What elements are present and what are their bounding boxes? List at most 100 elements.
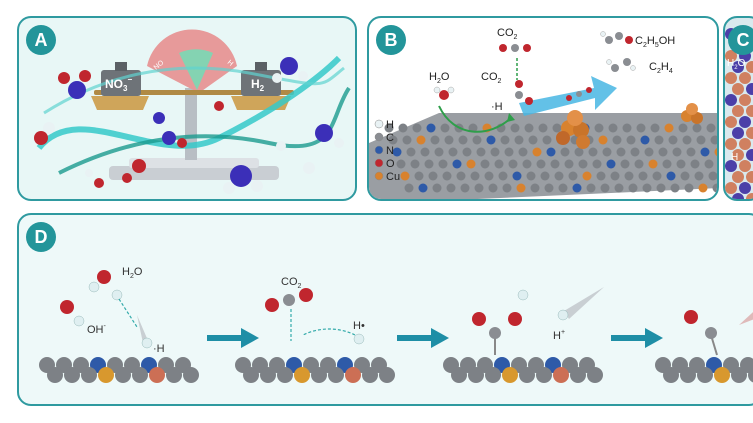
panel-c-atom xyxy=(732,193,744,199)
lattice-atom xyxy=(424,159,434,169)
surface-atom xyxy=(243,367,259,383)
lattice-atom xyxy=(640,135,650,145)
lattice-atom xyxy=(498,171,508,181)
panel-c-atom xyxy=(732,83,744,95)
lattice-atom xyxy=(668,135,678,145)
co2-top-label: CO2 xyxy=(497,27,518,41)
lattice-atom xyxy=(392,147,402,157)
panel-c-atom xyxy=(725,94,737,106)
ethylene-label: C2H4 xyxy=(649,61,673,75)
step1-oh-molecule xyxy=(60,300,85,327)
lattice-atom xyxy=(706,123,716,133)
lattice-atom xyxy=(648,159,658,169)
step-arrow-1 xyxy=(207,328,259,348)
legend-swatch xyxy=(374,132,384,142)
cu-cluster-1 xyxy=(556,110,590,149)
lattice-atom xyxy=(684,183,694,193)
lattice-atom xyxy=(542,135,552,145)
arrow-molecule xyxy=(566,87,592,101)
lattice-atom xyxy=(658,147,668,157)
lattice-atom xyxy=(568,171,578,181)
step3-hplus-beam xyxy=(564,287,604,319)
lattice-atom xyxy=(504,147,514,157)
surface-atom xyxy=(680,367,696,383)
h-radical-label: ·H xyxy=(491,101,503,113)
lattice-atom xyxy=(700,147,710,157)
graphene-lattice xyxy=(384,123,717,193)
lattice-atom xyxy=(440,123,450,133)
lattice-atom xyxy=(670,183,680,193)
panel-c-atom xyxy=(739,72,751,84)
surface-atom xyxy=(714,367,730,383)
legend-label: Cu xyxy=(386,171,400,183)
step1-h2o-molecule xyxy=(88,270,123,301)
surface-atom xyxy=(345,367,361,383)
h2o-arrow xyxy=(438,105,512,133)
lattice-atom xyxy=(426,123,436,133)
step1-dashed-arrow xyxy=(118,298,138,328)
lattice-atom xyxy=(616,147,626,157)
surface-atom xyxy=(81,367,97,383)
lattice-atom xyxy=(502,183,512,193)
lattice-atom xyxy=(490,147,500,157)
lattice-atom xyxy=(530,183,540,193)
weight-no3-knob xyxy=(115,62,127,71)
step3-hplus-atom xyxy=(557,309,569,321)
panel-c-atom xyxy=(725,160,737,172)
surface-atom xyxy=(277,367,293,383)
panel-c-atom xyxy=(739,116,751,128)
lattice-atom xyxy=(488,183,498,193)
lattice-atom xyxy=(704,159,714,169)
panel-a: A xyxy=(17,16,357,201)
lattice-atom xyxy=(612,135,622,145)
lattice-atom xyxy=(708,171,717,181)
legend-swatch xyxy=(374,158,384,168)
lattice-atom xyxy=(468,123,478,133)
weight-h2-knob xyxy=(255,62,267,71)
panel-a-badge: A xyxy=(26,25,56,55)
left-pan xyxy=(91,96,149,110)
lattice-atom xyxy=(510,123,520,133)
lattice-atom xyxy=(606,159,616,169)
lattice-atom xyxy=(458,135,468,145)
lattice-atom xyxy=(466,159,476,169)
lattice-atom xyxy=(480,159,490,169)
step4-co-intermediate xyxy=(684,310,753,356)
lattice-atom xyxy=(438,159,448,169)
co2-molecule-top xyxy=(499,44,531,52)
step1-h-label: ·H xyxy=(153,343,165,355)
panel-c-atom xyxy=(746,127,753,139)
lattice-atom xyxy=(654,135,664,145)
surface-atom xyxy=(311,367,327,383)
legend-label: H xyxy=(386,119,394,131)
panel-c-badge: C xyxy=(728,25,753,55)
lattice-atom xyxy=(412,123,422,133)
weight-right-label: H2 xyxy=(251,77,265,93)
lattice-atom xyxy=(500,135,510,145)
step1-oh-label: OH- xyxy=(87,323,107,336)
lattice-atom xyxy=(662,159,672,169)
lattice-atom xyxy=(432,183,442,193)
lattice-atom xyxy=(610,171,620,181)
lattice-atom xyxy=(644,147,654,157)
lattice-atom xyxy=(514,135,524,145)
lattice-atom xyxy=(614,183,624,193)
step1-h2o-label: H2O xyxy=(122,266,143,280)
lattice-atom xyxy=(694,171,704,181)
lattice-atom xyxy=(714,147,717,157)
lattice-atom xyxy=(516,183,526,193)
lattice-atom xyxy=(388,135,398,145)
lattice-atom xyxy=(540,171,550,181)
lattice-atom xyxy=(624,171,634,181)
lattice-atom xyxy=(558,183,568,193)
surface-atom xyxy=(468,367,484,383)
panel-c-atom xyxy=(739,138,751,150)
lattice-atom xyxy=(634,159,644,169)
lattice-atom xyxy=(462,147,472,157)
lattice-atom xyxy=(696,135,706,145)
lattice-atom xyxy=(494,159,504,169)
lattice-atom xyxy=(512,171,522,181)
mechanism-steps: H2O OH- ·H CO2 H• H+ xyxy=(39,266,753,383)
